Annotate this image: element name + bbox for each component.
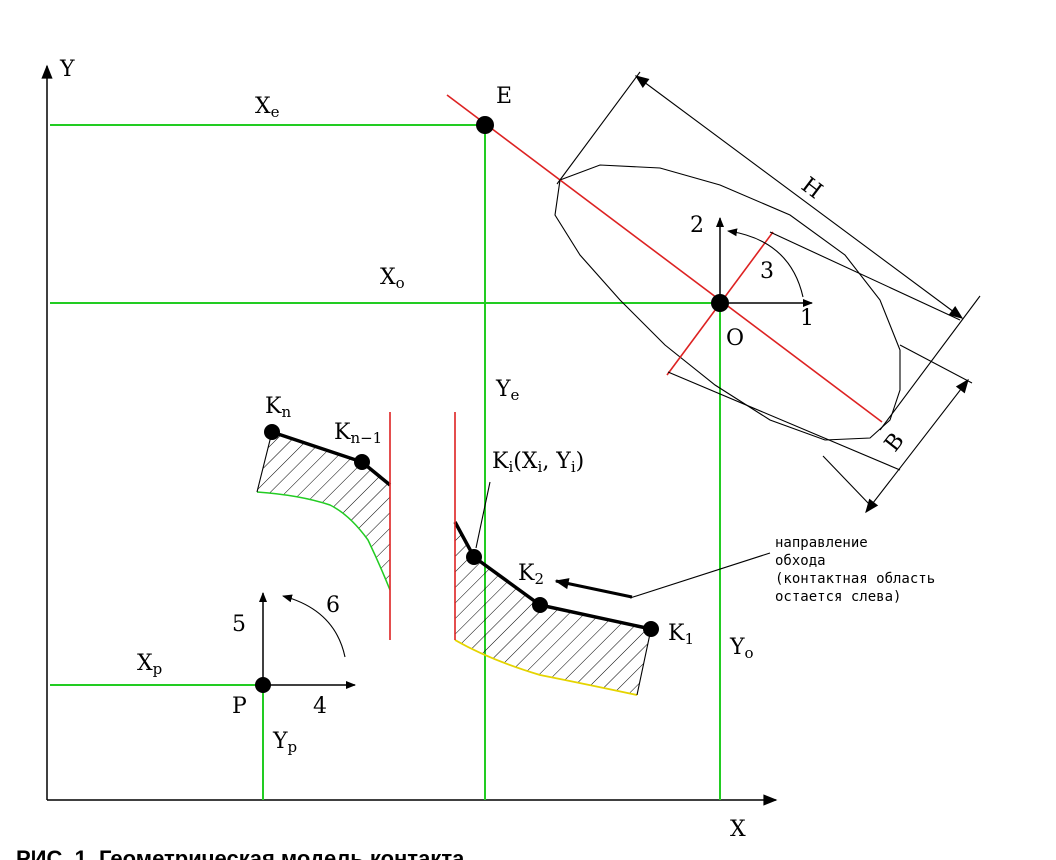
traversal-direction-arrow (554, 578, 633, 599)
right-yellow-edge (454, 639, 638, 696)
h-dimension-line (634, 75, 964, 319)
note-line-1: направление (775, 535, 868, 551)
point-p-frame: P 4 5 6 (232, 592, 356, 719)
point-ki-leader (475, 481, 491, 549)
figure-caption: РИС. 1. Геометрическая модель контакта (16, 846, 465, 860)
yo-label: Yo (729, 635, 754, 662)
note-line-4: остается слева) (775, 589, 901, 605)
point-kn-label: Kn (265, 394, 291, 421)
right-contact-body: Ki(Xi, Yi) K2 K1 (453, 412, 771, 696)
traversal-note: направление обхода (контактная область о… (775, 535, 935, 605)
point-kn1-label: Kn−1 (334, 420, 382, 447)
right-outer-edge (636, 628, 652, 696)
key-points: E O (476, 84, 744, 351)
point-k2 (532, 597, 548, 613)
note-line-3: (контактная область (775, 571, 935, 587)
direction-arrow-6 (282, 594, 346, 658)
point-o (711, 294, 729, 312)
xp-label: Xp (137, 651, 162, 678)
left-hatched-region (257, 432, 390, 590)
direction-label-5: 5 (232, 612, 246, 637)
note-line-2: обхода (775, 553, 826, 569)
direction-label-1: 1 (800, 306, 814, 331)
ellipse-major-axis (446, 94, 883, 423)
h-dimension-label: H (796, 173, 826, 205)
point-o-label: O (726, 326, 744, 351)
h-extension-left (556, 71, 641, 185)
x-axis-label: X (730, 817, 746, 842)
projection-lines (50, 124, 721, 800)
point-e-label: E (496, 84, 512, 109)
direction-label-4: 4 (313, 694, 327, 719)
left-outer-edge (256, 431, 273, 493)
point-e (476, 116, 494, 134)
coordinate-axes: Y X (41, 57, 778, 842)
direction-label-6: 6 (326, 593, 340, 618)
point-p (255, 677, 271, 693)
direction-label-2: 2 (690, 213, 704, 238)
b-dimension-label: B (880, 429, 910, 457)
left-contact-body: Kn Kn−1 (256, 394, 392, 640)
ellipse-tangent-lower (667, 371, 901, 471)
b-extension-bottom (822, 455, 871, 506)
b-extension-top (899, 344, 973, 384)
ellipse-tangent-upper (769, 231, 961, 321)
point-k1-label: K1 (668, 621, 694, 648)
point-kn (264, 424, 280, 440)
point-p-label: P (232, 694, 247, 719)
direction-label-3: 3 (760, 259, 774, 284)
h-extension-right (879, 295, 981, 431)
direction-arrow-3 (727, 228, 804, 298)
ye-label: Ye (495, 377, 520, 404)
point-k1 (643, 621, 659, 637)
y-axis-label: Y (59, 57, 75, 82)
point-ki-label: Ki(Xi, Yi) (492, 449, 584, 476)
point-k2-label: K2 (518, 561, 544, 588)
ellipse-object: H B 1 2 3 (446, 71, 981, 514)
note-leader-line (629, 552, 771, 599)
yp-label: Yp (272, 729, 297, 756)
b-dimension-line (865, 378, 969, 514)
point-kn1 (354, 454, 370, 470)
xo-label: Xo (380, 265, 405, 292)
coordinate-labels: Xe Xo Ye Yo Xp Yp (137, 94, 754, 756)
right-contact-contour (453, 521, 652, 631)
xe-label: Xe (255, 94, 280, 121)
left-green-edge (256, 491, 391, 591)
point-ki (466, 549, 482, 565)
